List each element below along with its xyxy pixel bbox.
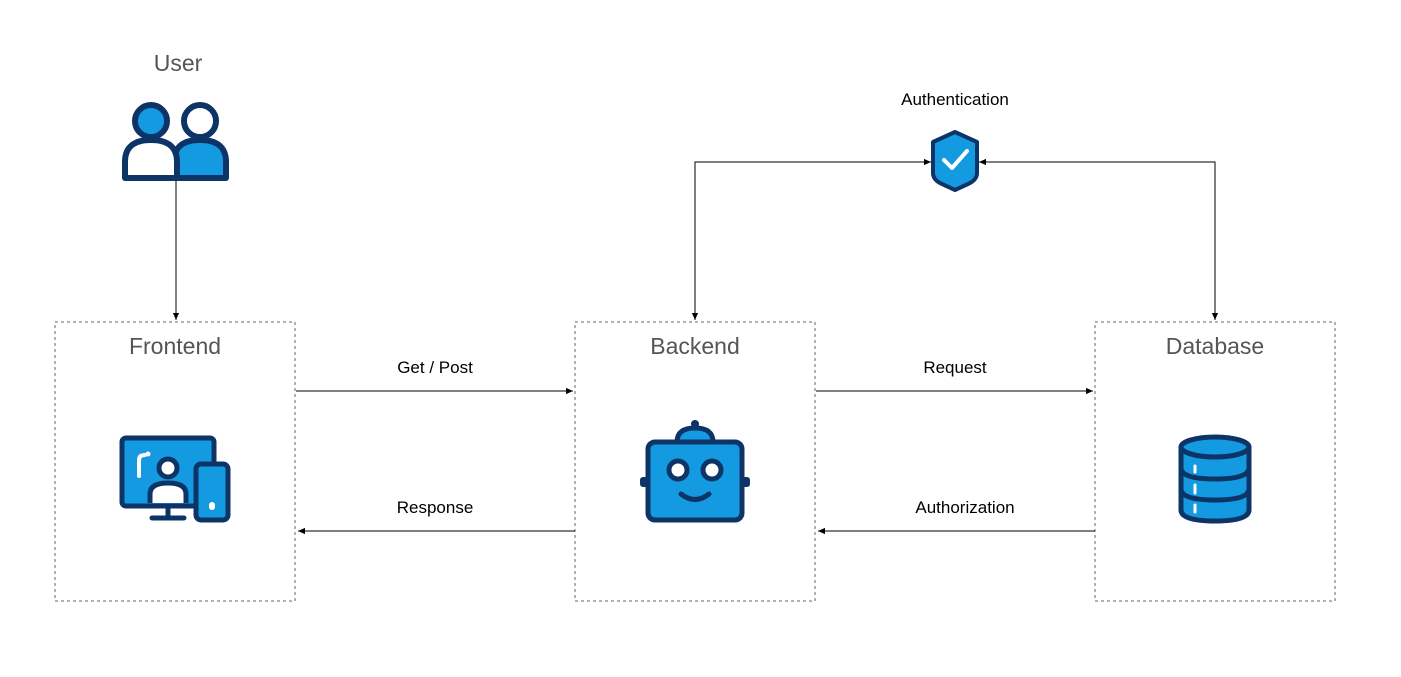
authentication-title: Authentication: [901, 90, 1009, 109]
request-label: Request: [923, 358, 987, 377]
monitor-phone-user-icon: [119, 435, 231, 523]
backend-box[interactable]: Backend: [574, 321, 816, 602]
authorization-label: Authorization: [915, 498, 1014, 517]
backend-authentication-connector: [691, 158, 931, 320]
database-title: Database: [1166, 333, 1264, 359]
user-node[interactable]: User: [122, 50, 229, 181]
user-title: User: [154, 50, 203, 76]
frontend-title: Frontend: [129, 333, 221, 359]
database-icon: [1178, 434, 1252, 524]
shield-check-icon: [931, 130, 979, 192]
robot-icon: [640, 420, 750, 523]
database-authentication-connector: [979, 158, 1219, 320]
get-post-label: Get / Post: [397, 358, 473, 377]
backend-title: Backend: [650, 333, 740, 359]
users-icon: [122, 102, 229, 181]
frontend-box[interactable]: Frontend: [54, 321, 296, 602]
database-box[interactable]: Database: [1094, 321, 1336, 602]
authentication-node[interactable]: Authentication: [901, 90, 1009, 192]
response-label: Response: [397, 498, 474, 517]
